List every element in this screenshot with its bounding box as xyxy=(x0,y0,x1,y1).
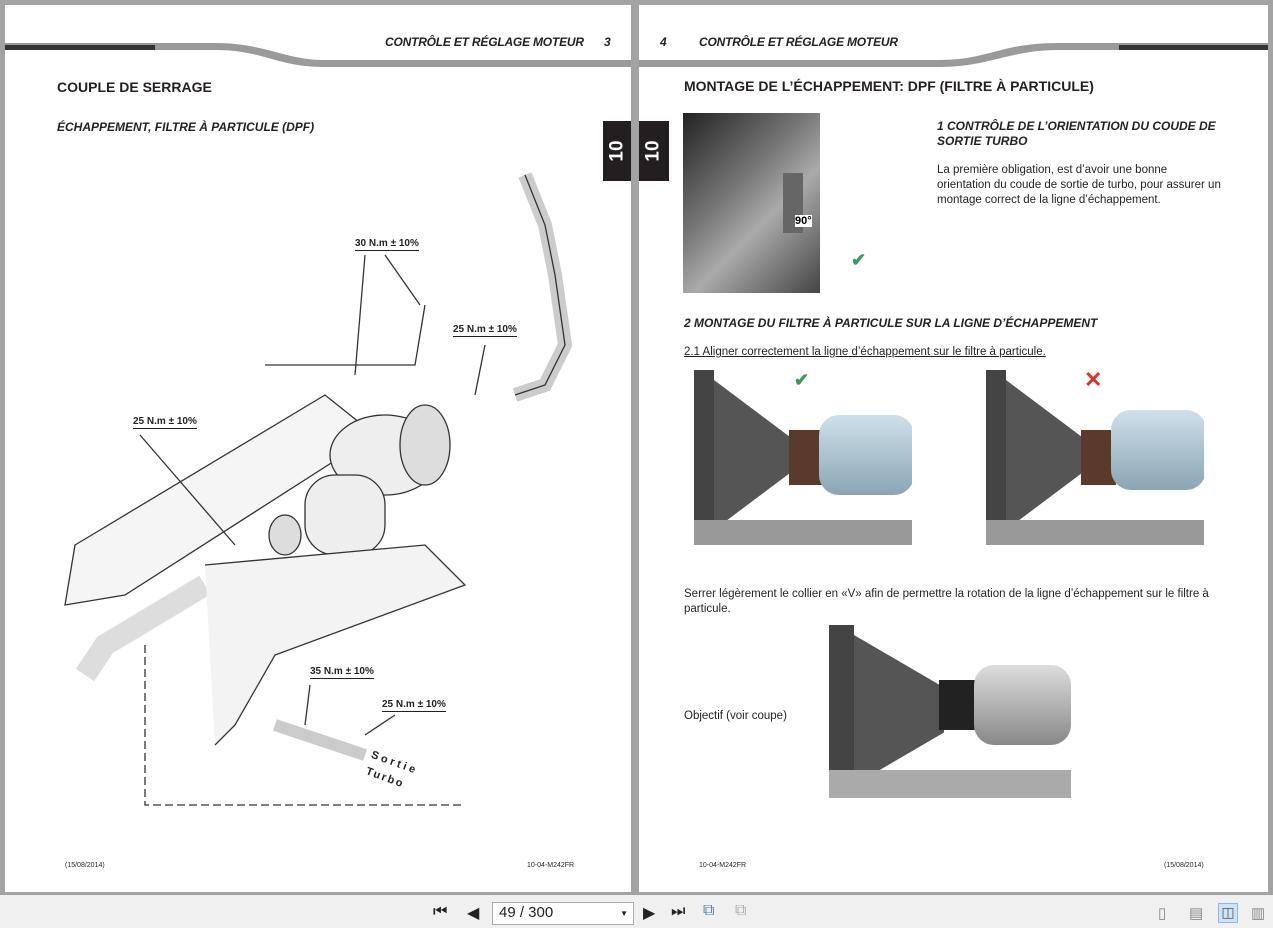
single-page-view-icon[interactable]: ▯ xyxy=(1158,905,1167,922)
footer-ref: 10-04-M242FR xyxy=(527,862,575,869)
footer-date: (15/08/2014) xyxy=(1164,862,1204,869)
two-page-view-icon[interactable]: ◫ xyxy=(1218,903,1238,923)
section-subtitle: ÉCHAPPEMENT, FILTRE À PARTICULE (DPF) xyxy=(57,120,315,134)
next-page-button[interactable]: ▶ xyxy=(643,905,656,922)
torque-label: 25 N.m ± 10% xyxy=(453,324,517,337)
left-page: CONTRÔLE ET RÉGLAGE MOTEUR 3 COUPLE DE S… xyxy=(5,5,631,892)
footer-date: (15/08/2014) xyxy=(65,862,105,869)
right-page: 4 CONTRÔLE ET RÉGLAGE MOTEUR MONTAGE DE … xyxy=(639,5,1268,892)
last-page-button[interactable]: ⏭ xyxy=(671,903,686,920)
alignment-incorrect-photo xyxy=(986,370,1204,545)
torque-label: 25 N.m ± 10% xyxy=(133,416,197,429)
header-swoosh xyxy=(5,43,631,67)
alignment-correct-photo xyxy=(694,370,912,545)
viewer-toolbar xyxy=(0,895,1273,928)
torque-label: 35 N.m ± 10% xyxy=(310,666,374,679)
page-number: 4 xyxy=(660,35,667,49)
running-header: CONTRÔLE ET RÉGLAGE MOTEUR xyxy=(385,35,584,49)
cross-icon: ✕ xyxy=(1084,367,1103,392)
continuous-view-icon[interactable]: ▤ xyxy=(1189,905,1204,922)
page-title: COUPLE DE SERRAGE xyxy=(57,79,212,95)
torque-label: 25 N.m ± 10% xyxy=(382,699,446,712)
section-2-title: 2 MONTAGE DU FILTRE À PARTICULE SUR LA L… xyxy=(684,316,1098,330)
page-number: 3 xyxy=(604,35,611,49)
section-1-text: La première obligation, est d’avoir une … xyxy=(937,164,1221,206)
angle-label: 90° xyxy=(795,215,812,227)
forward-view-icon[interactable]: ⧉ xyxy=(735,902,747,919)
chapter-tab: 10 xyxy=(603,121,631,181)
objective-label: Objectif (voir coupe) xyxy=(684,710,787,722)
page-title: MONTAGE DE L’ÉCHAPPEMENT: DPF (FILTRE À … xyxy=(684,78,1094,94)
chapter-tab: 10 xyxy=(639,121,669,181)
section-1-title: 1 CONTRÔLE DE L’ORIENTATION DU COUDE DE … xyxy=(937,119,1216,148)
v-clamp-photo xyxy=(829,625,1071,798)
exhaust-exploded-diagram xyxy=(64,172,573,806)
check-icon: ✔ xyxy=(851,250,867,270)
turbo-photo: 90° xyxy=(683,113,820,293)
instruction-text: Serrer légèrement le collier en «V» afin… xyxy=(684,588,1209,615)
chevron-down-icon: ▼ xyxy=(620,909,628,918)
two-page-continuous-view-icon[interactable]: ▥ xyxy=(1251,905,1266,922)
page-number-select[interactable]: 49 / 300▼ xyxy=(492,902,634,925)
torque-label: 30 N.m ± 10% xyxy=(355,238,419,251)
first-page-button[interactable]: ⏮ xyxy=(433,903,448,920)
header-swoosh xyxy=(639,43,1268,67)
previous-page-button[interactable]: ◀ xyxy=(467,905,480,922)
check-icon: ✔ xyxy=(794,370,810,390)
step-2-1: 2.1 Aligner correctement la ligne d’écha… xyxy=(684,346,1046,358)
footer-ref: 10-04-M242FR xyxy=(699,862,747,869)
running-header: CONTRÔLE ET RÉGLAGE MOTEUR xyxy=(699,35,898,49)
back-view-icon[interactable]: ⧉ xyxy=(703,902,715,919)
